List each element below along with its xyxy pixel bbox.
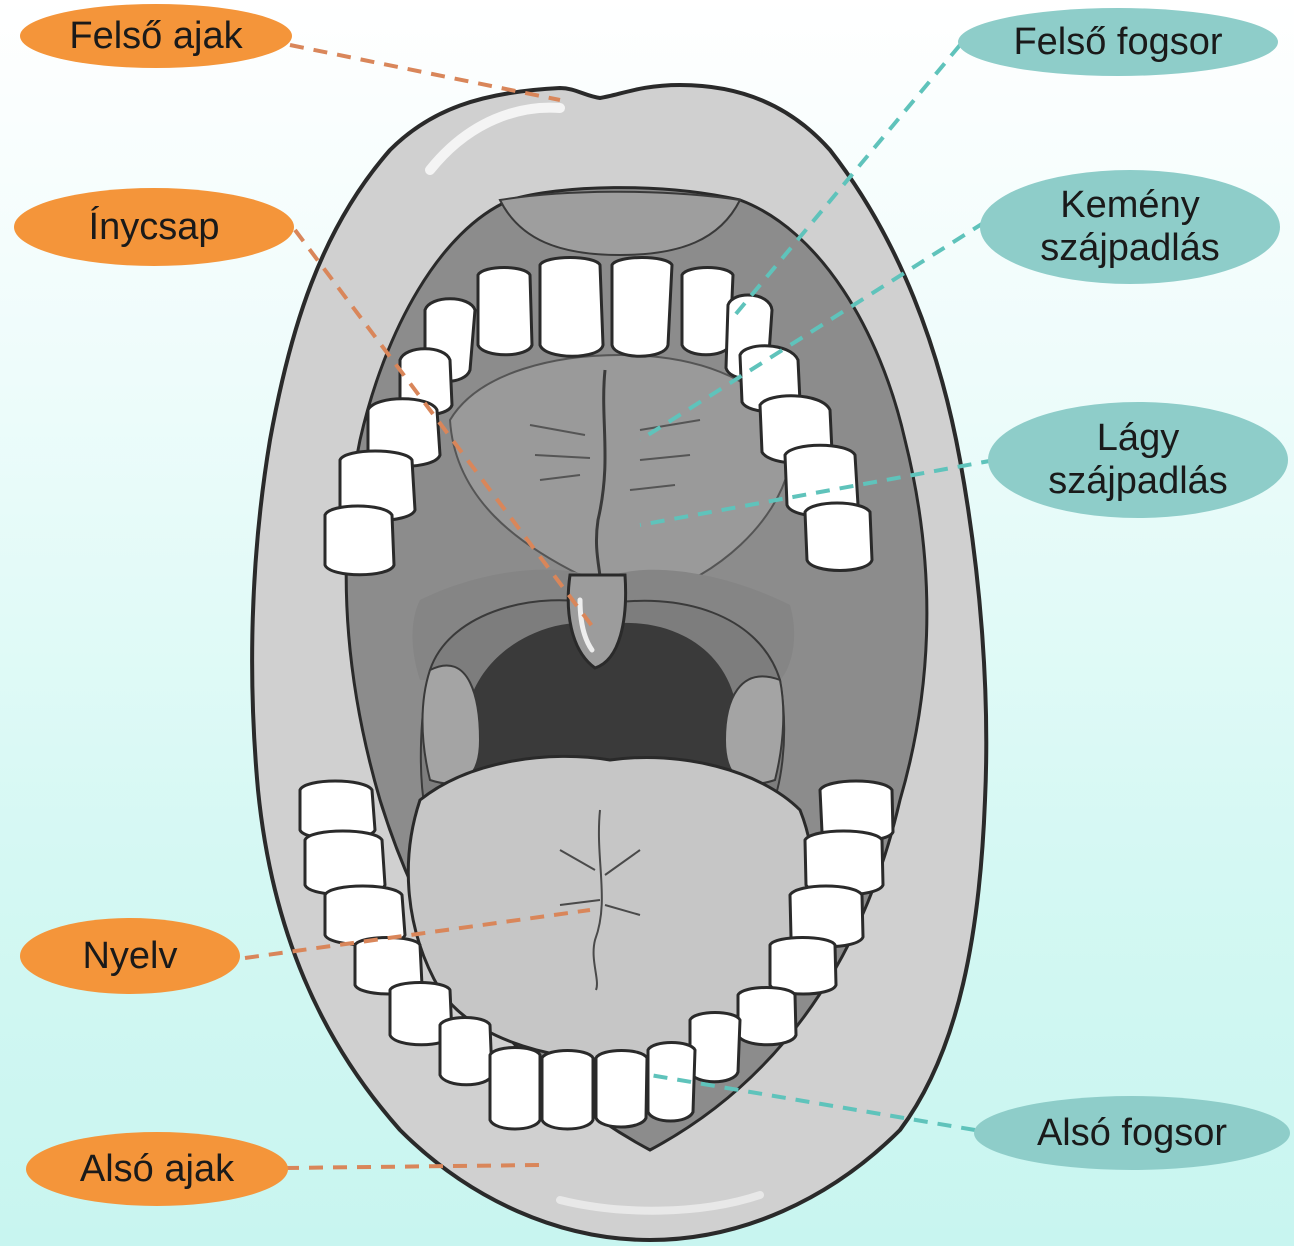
label-tongue: Nyelv [20, 918, 240, 994]
tonsil-left [423, 665, 481, 783]
label-lower-teeth-text: Alsó fogsor [1037, 1112, 1227, 1155]
label-lower-lip-text: Alsó ajak [80, 1148, 234, 1191]
label-upper-lip: Felső ajak [20, 4, 292, 68]
label-upper-teeth-text: Felső fogsor [1013, 21, 1222, 64]
label-soft-palate: Lágy szájpadlás [988, 402, 1288, 518]
upper-incisor-3 [478, 268, 532, 355]
lower-incisor-5 [596, 1051, 647, 1128]
lower-canine-2 [738, 988, 796, 1045]
lower-incisor-4 [542, 1051, 593, 1130]
label-upper-lip-text: Felső ajak [69, 15, 242, 58]
label-tongue-text: Nyelv [82, 935, 177, 978]
lower-premolar-2 [770, 938, 836, 995]
label-hard-palate: Kemény szájpadlás [980, 170, 1280, 284]
label-lower-teeth: Alsó fogsor [974, 1096, 1290, 1170]
label-uvula-text: Ínycsap [89, 206, 220, 249]
lower-incisor-2 [690, 1013, 740, 1082]
label-soft-palate-line1: Lágy [1048, 417, 1228, 460]
label-upper-teeth: Felső fogsor [958, 8, 1278, 76]
label-hard-palate-line2: szájpadlás [1040, 227, 1220, 270]
lower-incisor-1 [440, 1018, 492, 1085]
upper-incisor-2 [612, 258, 672, 357]
label-lower-lip: Alsó ajak [26, 1132, 288, 1206]
label-soft-palate-line2: szájpadlás [1048, 460, 1228, 503]
upper-molar-6 [805, 503, 872, 571]
upper-incisor-1 [540, 258, 603, 357]
label-hard-palate-line1: Kemény [1040, 184, 1220, 227]
lower-incisor-3 [490, 1048, 540, 1130]
label-uvula: Ínycsap [14, 188, 294, 266]
upper-molar-5 [325, 506, 394, 575]
